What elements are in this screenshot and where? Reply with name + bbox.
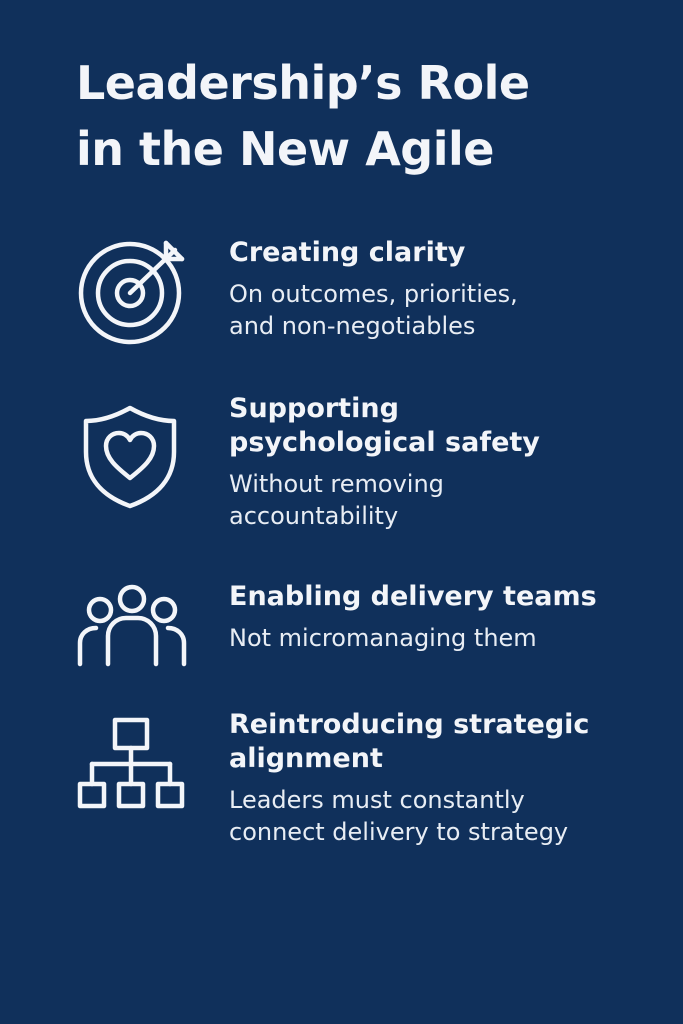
title-line-2: in the New Agile	[76, 122, 494, 176]
item-description: On outcomes, priorities, and non-negotia…	[229, 280, 518, 340]
item-description: Without removing accountability	[229, 470, 444, 530]
team-icon	[76, 580, 188, 690]
page-title: Leadership’s Role in the New Agile	[76, 50, 636, 182]
item-text: Creating clarity On outcomes, priorities…	[229, 236, 649, 342]
shield-heart-icon	[76, 400, 188, 510]
org-chart-icon	[76, 716, 188, 826]
item-heading: Supporting psychological safety	[229, 393, 540, 458]
item-heading: Creating clarity	[229, 237, 466, 268]
title-line-1: Leadership’s Role	[76, 56, 530, 110]
item-description: Not micromanaging them	[229, 624, 537, 652]
item-heading: Reintroducing strategic alignment	[229, 709, 590, 774]
item-text: Reintroducing strategic alignment Leader…	[229, 708, 649, 848]
item-description: Leaders must constantly connect delivery…	[229, 786, 569, 846]
item-text: Supporting psychological safety Without …	[229, 392, 649, 532]
item-heading: Enabling delivery teams	[229, 581, 597, 612]
item-text: Enabling delivery teams Not micromanagin…	[229, 580, 649, 654]
target-icon	[76, 236, 188, 346]
